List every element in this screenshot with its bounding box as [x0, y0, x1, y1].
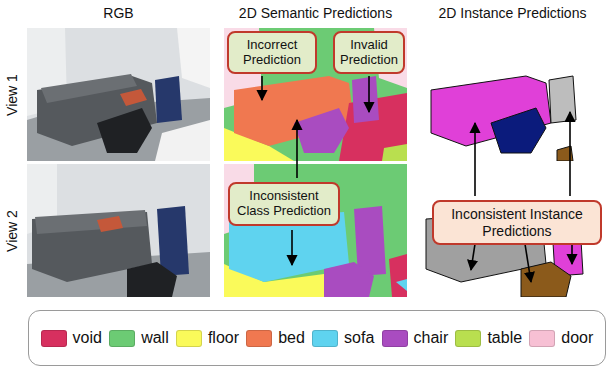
legend-item: sofa — [312, 329, 374, 347]
callout-box: Inconsistent Instance Predictions — [432, 200, 602, 245]
semantic-image — [224, 164, 407, 297]
table-photo — [155, 120, 210, 161]
legend-label: floor — [208, 329, 239, 347]
rgb-image — [27, 164, 210, 297]
window-photo — [177, 28, 210, 88]
instance-image — [421, 28, 604, 161]
row-label: View 2 — [5, 210, 20, 252]
column-header: 2D Semantic Predictions — [239, 6, 392, 21]
table-segment — [382, 144, 407, 161]
callout-text: Invalid Prediction — [340, 38, 398, 68]
sofa-back-photo — [35, 210, 147, 234]
callout-text: Incorrect Prediction — [234, 38, 310, 68]
wall-photo — [27, 164, 210, 297]
instance-ground — [421, 164, 604, 297]
legend-swatch — [455, 330, 481, 347]
chair-segment — [294, 108, 349, 153]
callout-text: Inconsistent Class Prediction — [235, 189, 333, 219]
legend-label: wall — [141, 329, 169, 347]
wall-segment — [224, 28, 407, 161]
legend-label: void — [73, 329, 102, 347]
legend-item: floor — [176, 329, 239, 347]
callout-box: Incorrect Prediction — [227, 31, 317, 74]
pillow-photo — [120, 89, 147, 106]
legend-swatch — [41, 330, 67, 347]
instance-image — [421, 164, 604, 297]
callout-arrow — [261, 76, 263, 100]
chair-segment — [324, 262, 374, 297]
legend-box: void wall floor bed sofa chair table door — [28, 310, 606, 366]
callout-box: Inconsistent Class Prediction — [228, 182, 340, 226]
legend-swatch — [176, 330, 202, 347]
legend-item: door — [529, 329, 593, 347]
legend-item: wall — [109, 329, 169, 347]
column-header: 2D Instance Predictions — [439, 6, 587, 21]
legend-label: sofa — [344, 329, 374, 347]
pillow-photo — [97, 216, 123, 232]
sofa-segment — [396, 279, 407, 291]
office-chair-photo — [97, 108, 152, 153]
legend-swatch — [109, 330, 135, 347]
legend-label: table — [487, 329, 522, 347]
row-label: View 1 — [5, 74, 20, 116]
callout-arrow — [368, 76, 370, 112]
legend-item: void — [41, 329, 102, 347]
chair-segment — [352, 76, 379, 123]
column-header: RGB — [103, 6, 133, 21]
office-chair-photo — [127, 262, 177, 297]
chair-photo — [155, 76, 182, 123]
legend-swatch — [382, 330, 408, 347]
callout-arrow — [525, 244, 531, 282]
callout-arrow — [471, 244, 475, 270]
legend-item: table — [455, 329, 522, 347]
callout-arrow — [296, 120, 298, 178]
legend-swatch — [246, 330, 272, 347]
instance-segment — [549, 76, 576, 123]
callout-text: Inconsistent Instance Predictions — [439, 206, 595, 238]
legend-label: chair — [414, 329, 449, 347]
legend-item: chair — [382, 329, 449, 347]
void-segment — [389, 254, 407, 297]
wall-segment — [224, 164, 407, 297]
legend-item: bed — [246, 329, 305, 347]
callout-arrow — [291, 230, 293, 265]
callout-arrow — [474, 123, 476, 196]
callout-box: Invalid Prediction — [333, 31, 405, 74]
legend-label: door — [561, 329, 593, 347]
callout-arrow — [571, 244, 573, 264]
rgb-image — [27, 28, 210, 161]
instance-segment — [491, 108, 546, 153]
instance-ground — [421, 28, 604, 161]
semantic-image — [224, 28, 407, 161]
callout-arrow — [569, 112, 571, 196]
legend-label: bed — [278, 329, 305, 347]
legend-swatch — [312, 330, 338, 347]
wall-photo — [27, 28, 210, 161]
legend-swatch — [529, 330, 555, 347]
